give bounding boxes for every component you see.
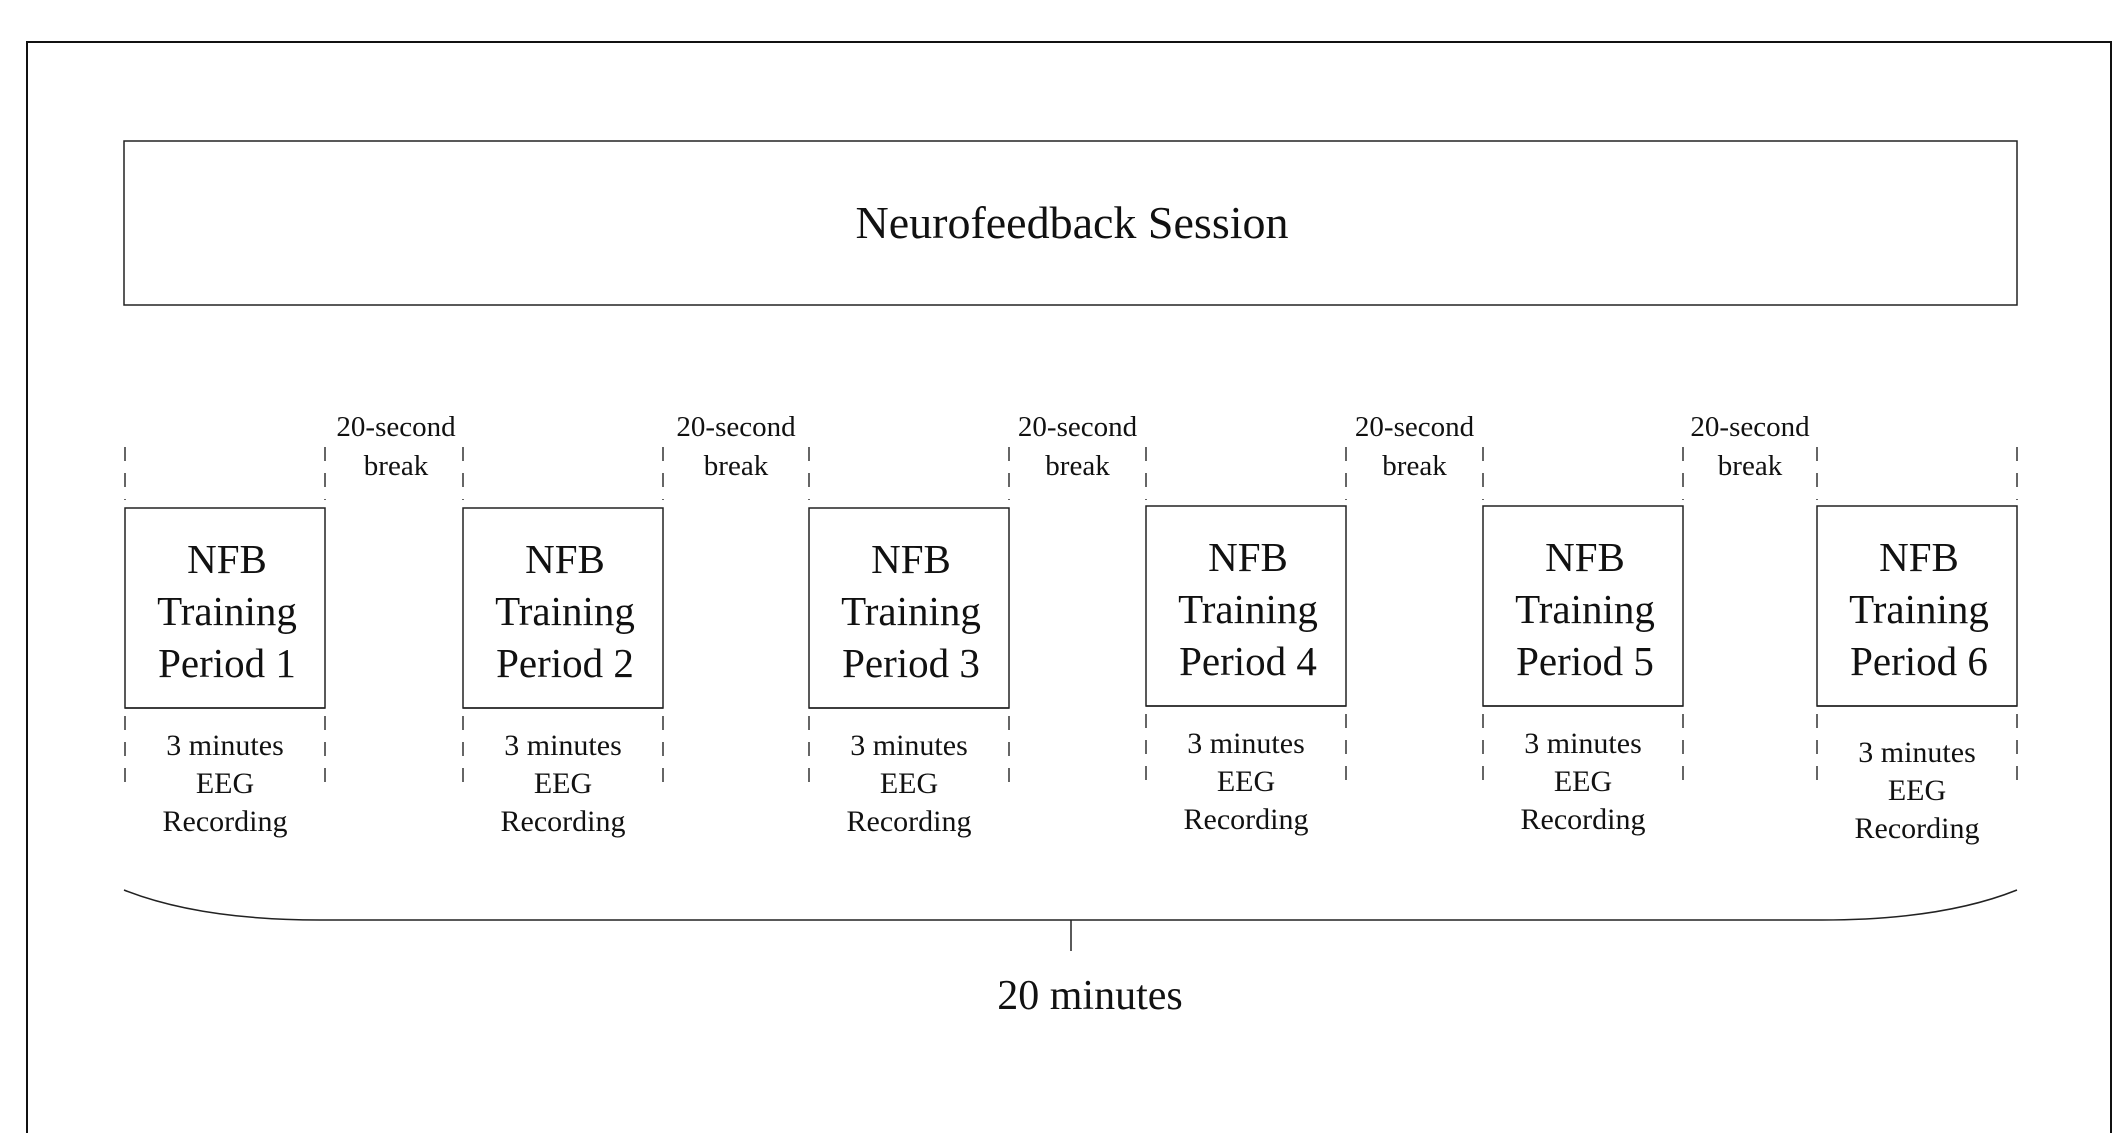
recording-label-line: EEG [1217, 765, 1275, 798]
break-label-line: break [1045, 450, 1110, 482]
break-label: 20-second break [1690, 411, 1810, 482]
break-label-line: 20-second [1690, 411, 1810, 443]
breaks: 20-second break 20-second break 20-second bre… [336, 411, 1810, 482]
recording-label-line: Recording [847, 805, 972, 838]
period-title-line: Period 2 [496, 640, 634, 686]
break-label-line: break [704, 450, 769, 482]
period-title-line: NFB [871, 536, 951, 582]
recording-label-line: 3 minutes [504, 729, 622, 762]
recording-label-line: EEG [880, 767, 938, 800]
recording-label-line: Recording [501, 805, 626, 838]
session-title-box [123, 140, 2018, 306]
break-label-line: 20-second [336, 411, 456, 443]
period-title-line: NFB [187, 536, 267, 582]
period-title-line: Training [157, 588, 297, 634]
period-title-line: Period 3 [842, 640, 980, 686]
break-label-line: break [1382, 450, 1447, 482]
break-label: 20-second break [1018, 411, 1138, 482]
period-title-line: Training [1178, 586, 1318, 632]
period-title-line: NFB [525, 536, 605, 582]
recording-label-line: Recording [1855, 812, 1980, 845]
recording-label-line: 3 minutes [1858, 736, 1976, 769]
period-title-line: Training [495, 588, 635, 634]
break-label: 20-second break [1355, 411, 1475, 482]
break-label: 20-second break [336, 411, 456, 482]
break-label-line: break [364, 450, 429, 482]
period-box [124, 507, 326, 709]
recording-label-line: EEG [534, 767, 592, 800]
recording-label-line: EEG [1888, 774, 1946, 807]
period-title-line: Period 6 [1850, 638, 1988, 684]
break-label-line: break [1718, 450, 1783, 482]
period-title-line: NFB [1208, 534, 1288, 580]
recording-label-line: 3 minutes [1524, 727, 1642, 760]
break-label: 20-second break [676, 411, 796, 482]
recording-label-line: EEG [1554, 765, 1612, 798]
recording-label-line: Recording [163, 805, 288, 838]
recording-label-line: 3 minutes [1187, 727, 1305, 760]
recording-label-line: 3 minutes [166, 729, 284, 762]
recording-label-line: Recording [1184, 803, 1309, 836]
recording-label-line: 3 minutes [850, 729, 968, 762]
period-title-line: Period 4 [1179, 638, 1317, 684]
recording-label-line: Recording [1521, 803, 1646, 836]
period-title-line: Period 1 [158, 640, 296, 686]
period-box [1482, 505, 1684, 707]
period-title-line: Period 5 [1516, 638, 1654, 684]
period-title-line: NFB [1545, 534, 1625, 580]
period-title-line: Training [1849, 586, 1989, 632]
period-title-line: NFB [1879, 534, 1959, 580]
period-title-line: Training [841, 588, 981, 634]
break-label-line: 20-second [676, 411, 796, 443]
outer-frame [26, 41, 2112, 1133]
session-title: Neurofeedback Session [855, 197, 1288, 248]
total-duration-brace [123, 889, 2018, 921]
period-box [1816, 505, 2018, 707]
break-label-line: 20-second [1355, 411, 1475, 443]
period-title-line: Training [1515, 586, 1655, 632]
period-box [462, 507, 664, 709]
recording-label-line: EEG [196, 767, 254, 800]
break-label-line: 20-second [1018, 411, 1138, 443]
total-duration-label: 20 minutes [997, 973, 1183, 1019]
